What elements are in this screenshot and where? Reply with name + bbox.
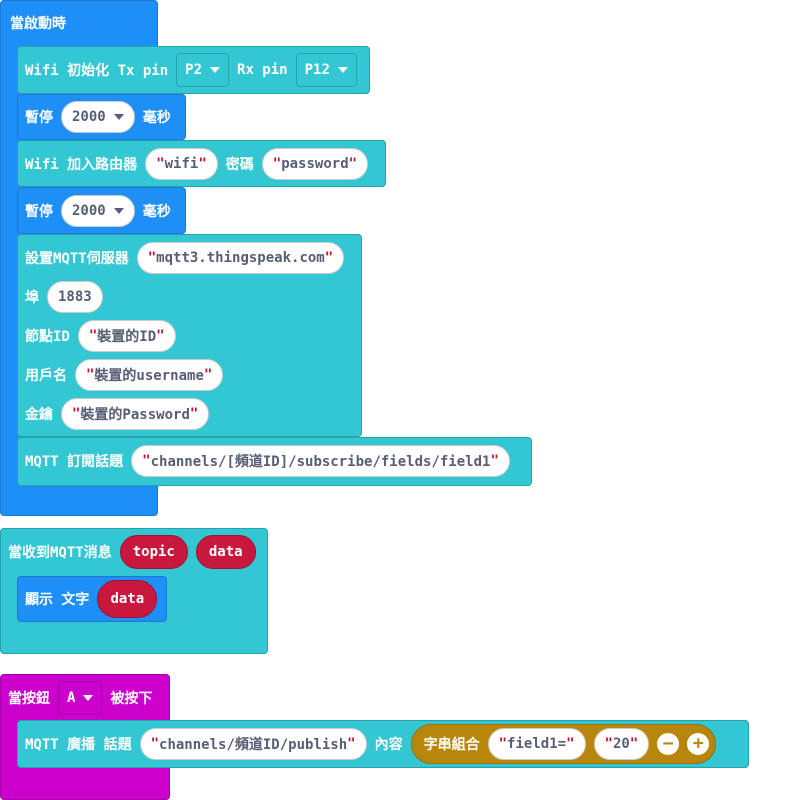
publish-label: MQTT 廣播 話題 xyxy=(25,737,132,753)
chevron-down-icon xyxy=(113,114,124,120)
pause-label: 暫停 xyxy=(25,110,53,126)
tx-pin-dropdown[interactable]: P2 xyxy=(176,53,230,87)
join-string-1-value: field1= xyxy=(507,736,567,752)
join-string-2-input[interactable]: "20" xyxy=(593,728,650,760)
port-input[interactable]: 1883 xyxy=(47,281,103,313)
password-input[interactable]: "password" xyxy=(261,148,369,180)
show-string-label: 顯示 文字 xyxy=(25,592,90,608)
quote: " xyxy=(498,736,508,752)
node-id-value: 裝置的ID xyxy=(97,329,157,345)
on-button-label: 當按鈕 xyxy=(8,691,50,707)
topic-variable[interactable]: topic xyxy=(119,535,188,569)
password-label: 密碼 xyxy=(225,157,254,173)
quote: " xyxy=(88,328,98,344)
data-variable-label: data xyxy=(110,591,145,607)
wifi-join-label: Wifi 加入路由器 xyxy=(25,157,138,173)
key-input[interactable]: "裝置的Password" xyxy=(61,398,210,430)
node-id-input[interactable]: "裝置的ID" xyxy=(77,320,176,352)
pause-duration-dropdown[interactable]: 2000 xyxy=(61,195,135,227)
port-label: 埠 xyxy=(25,290,39,306)
username-value: 裝置的username xyxy=(94,368,204,384)
join-label: 字串組合 xyxy=(423,737,480,753)
ssid-value: wifi xyxy=(164,156,199,172)
plus-circle-icon[interactable]: + xyxy=(687,733,710,755)
quote: " xyxy=(203,367,213,383)
node-id-label: 節點ID xyxy=(25,329,70,345)
ssid-input[interactable]: "wifi" xyxy=(145,148,218,180)
quote: " xyxy=(150,736,160,752)
quote: " xyxy=(198,156,207,172)
chevron-down-icon xyxy=(83,695,94,701)
rx-pin-value: P12 xyxy=(304,62,330,78)
subscribe-label: MQTT 訂閱話題 xyxy=(25,454,124,470)
quote: " xyxy=(604,736,613,752)
button-dropdown[interactable]: A xyxy=(58,681,103,715)
quote: " xyxy=(490,453,499,469)
quote: " xyxy=(566,736,575,752)
quote: " xyxy=(272,156,282,172)
join-string-2-value: 20 xyxy=(612,736,630,752)
join-strings-block[interactable]: 字串組合 "field1=" "20" − + xyxy=(410,724,717,764)
server-input[interactable]: "mqtt3.thingspeak.com" xyxy=(136,242,345,274)
key-value: 裝置的Password xyxy=(80,407,190,423)
quote: " xyxy=(189,406,199,422)
pause-unit: 毫秒 xyxy=(142,110,171,126)
on-mqtt-label: 當收到MQTT消息 xyxy=(8,545,112,561)
server-label: 設置MQTT伺服器 xyxy=(25,251,129,267)
wifi-init-label: Wifi 初始化 Tx pin xyxy=(25,63,169,79)
server-value: mqtt3.thingspeak.com xyxy=(156,250,325,266)
data-variable[interactable]: data xyxy=(195,535,256,569)
chevron-down-icon xyxy=(337,67,348,73)
pause-value: 2000 xyxy=(72,203,106,219)
quote: " xyxy=(348,156,358,172)
rx-pin-dropdown[interactable]: P12 xyxy=(295,53,357,87)
on-start-label: 當啟動時 xyxy=(10,16,66,32)
content-label: 內容 xyxy=(374,737,403,753)
password-value: password xyxy=(281,156,349,172)
minus-circle-icon[interactable]: − xyxy=(657,733,680,755)
publish-topic-input[interactable]: "channels/頻道ID/publish" xyxy=(139,728,367,760)
button-value: A xyxy=(67,690,76,706)
quote: " xyxy=(147,250,157,266)
data-variable-reporter[interactable]: data xyxy=(97,580,158,618)
subscribe-topic-value: channels/[頻道ID]/subscribe/fields/field1 xyxy=(150,454,491,470)
data-variable-label: data xyxy=(208,544,243,560)
publish-topic-value: channels/頻道ID/publish xyxy=(159,737,348,753)
quote: " xyxy=(72,406,81,422)
pause-unit: 毫秒 xyxy=(142,204,171,220)
pause-duration-dropdown[interactable]: 2000 xyxy=(61,101,135,133)
quote: " xyxy=(86,367,95,383)
quote: " xyxy=(347,736,356,752)
subscribe-topic-input[interactable]: "channels/[頻道ID]/subscribe/fields/field1… xyxy=(131,445,510,477)
chevron-down-icon xyxy=(113,208,124,214)
quote: " xyxy=(629,736,639,752)
on-button-suffix: 被按下 xyxy=(110,691,153,707)
username-label: 用戶名 xyxy=(25,368,67,384)
quote: " xyxy=(156,156,165,172)
pause-value: 2000 xyxy=(72,109,106,125)
join-string-1-input[interactable]: "field1=" xyxy=(487,728,586,760)
tx-pin-value: P2 xyxy=(185,62,203,78)
chevron-down-icon xyxy=(210,67,221,73)
quote: " xyxy=(324,250,334,266)
quote: " xyxy=(142,453,151,469)
key-label: 金鑰 xyxy=(25,407,53,423)
rx-pin-label: Rx pin xyxy=(237,62,288,78)
username-input[interactable]: "裝置的username" xyxy=(75,359,224,391)
quote: " xyxy=(156,328,165,344)
pause-label: 暫停 xyxy=(25,204,53,220)
topic-variable-label: topic xyxy=(132,544,175,560)
port-value: 1883 xyxy=(58,289,92,305)
